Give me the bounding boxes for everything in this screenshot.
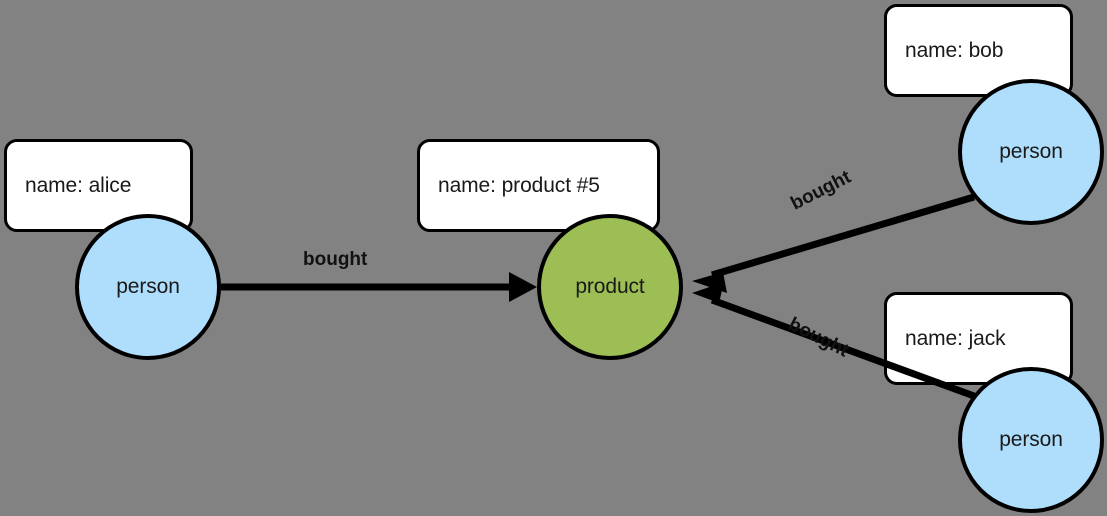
- node-label-bob: person: [999, 140, 1063, 163]
- node-label-jack: person: [999, 428, 1063, 451]
- arrowhead-alice-product: [509, 272, 537, 302]
- node-label-alice: person: [116, 275, 180, 298]
- node-jack[interactable]: person: [958, 367, 1104, 513]
- node-alice[interactable]: person: [75, 214, 221, 360]
- edge-line-jack-product: [710, 296, 976, 400]
- edge-label-alice-product: bought: [303, 249, 367, 271]
- edge-jack-bought-product[interactable]: [692, 282, 976, 400]
- edge-line-bob-product: [711, 193, 975, 279]
- tooltip-box-jack: name: jack: [884, 292, 1073, 385]
- edge-label-text: bought: [303, 249, 368, 270]
- node-bob[interactable]: person: [958, 79, 1104, 225]
- tooltip-box-alice: name: alice: [4, 139, 193, 232]
- node-product5[interactable]: product: [537, 214, 683, 360]
- edge-alice-bought-product[interactable]: [221, 272, 537, 302]
- tooltip-label-bob: name: bob: [905, 38, 1004, 62]
- tooltip-label-product: name: product #5: [438, 173, 600, 197]
- tooltip-label-jack: name: jack: [905, 326, 1006, 350]
- arrowhead-jack-product: [692, 282, 724, 303]
- node-label-product5: product: [575, 275, 645, 298]
- tooltip-label-alice: name: alice: [25, 173, 132, 197]
- edge-bob-bought-product[interactable]: [692, 193, 975, 293]
